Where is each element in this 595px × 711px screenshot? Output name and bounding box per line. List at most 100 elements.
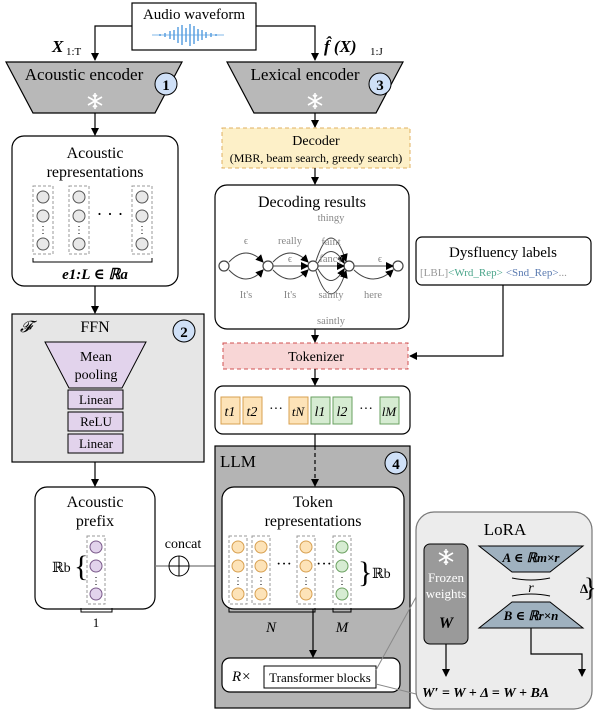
label-M: M xyxy=(335,620,350,636)
linear-1-label: Linear xyxy=(79,392,114,407)
concat-label: concat xyxy=(165,537,202,552)
frozen-W: W xyxy=(439,615,455,632)
frozen-label-2: weights xyxy=(426,586,466,601)
svg-text:{: { xyxy=(74,550,88,583)
svg-text:}: } xyxy=(358,556,372,589)
svg-text:⋮: ⋮ xyxy=(137,225,147,236)
acoustic-repr-formula: e1:L ∈ ℝa xyxy=(62,267,128,283)
llm-dim: ℝb xyxy=(372,567,391,582)
lexical-encoder-label: Lexical encoder xyxy=(250,65,359,84)
decoding-results-box: Decoding results ϵ It's really xyxy=(214,184,410,330)
lattice-word: faint xyxy=(321,237,340,248)
svg-text:⋮: ⋮ xyxy=(38,225,48,236)
acoustic-prefix-box: Acoustic prefix ℝb { ⋮ xyxy=(34,486,156,613)
svg-text:⋮: ⋮ xyxy=(91,576,101,587)
lbl-token: [LBL] xyxy=(420,267,448,279)
lattice-word: fancy xyxy=(319,254,343,265)
lattice-word: It's xyxy=(284,290,296,301)
wrd-rep-token: <Wrd_Rep> xyxy=(448,267,503,279)
lora-block: LoRA Frozen weights W A ∈ ℝm×r r B ∈ ℝr×… xyxy=(415,511,595,710)
decoder-subtitle: (MBR, beam search, greedy search) xyxy=(230,151,403,165)
token-lM: lM xyxy=(382,404,398,419)
acoustic-encoder-number: 1 xyxy=(162,78,170,94)
mean-pooling-label-2: pooling xyxy=(75,368,118,383)
lora-A: A ∈ ℝm×r xyxy=(502,550,561,565)
dysfluency-title: Dysfluency labels xyxy=(449,245,557,261)
frozen-label-1: Frozen xyxy=(428,570,465,585)
token-repr-title-1: Token xyxy=(293,494,333,511)
acoustic-repr-title-2: representations xyxy=(47,164,144,181)
tokenizer-box: Tokenizer xyxy=(222,342,409,370)
svg-text:⋮: ⋮ xyxy=(256,576,266,587)
svg-text:⋮: ⋮ xyxy=(301,576,311,587)
lattice-word: ϵ xyxy=(244,236,249,247)
lattice-word: here xyxy=(364,290,382,301)
lattice-word: It's xyxy=(240,290,252,301)
token-t2: t2 xyxy=(247,405,258,420)
decoding-title: Decoding results xyxy=(258,194,366,211)
lattice-word: saintly xyxy=(317,316,346,327)
arrow-audio-to-lexical xyxy=(256,25,319,61)
audio-waveform-box: Audio waveform xyxy=(131,2,257,51)
lora-r: r xyxy=(528,581,534,596)
dysfluency-labels-box: Dysfluency labels [LBL]<Wrd_Rep><Snd_Rep… xyxy=(415,236,592,286)
x-label: X xyxy=(51,37,64,56)
tokenizer-label: Tokenizer xyxy=(288,350,344,365)
token-t1: t1 xyxy=(225,405,236,420)
acoustic-prefix-title-1: Acoustic xyxy=(67,494,124,511)
prefix-dim: ℝb xyxy=(52,561,71,576)
svg-text:···: ··· xyxy=(359,402,373,417)
ffn-block: 𝓕 FFN 2 Mean pooling Linear ReLU Linear xyxy=(11,313,205,463)
snd-rep-token: <Snd_Rep> xyxy=(506,267,559,279)
llm-number: 4 xyxy=(392,457,400,473)
svg-text:⋮: ⋮ xyxy=(74,225,84,236)
svg-text:}: } xyxy=(584,573,595,602)
lora-formula: W′ = W + Δ = W + BA xyxy=(422,686,549,701)
token-repr-title-2: representations xyxy=(265,513,362,530)
ellipsis-token: ... xyxy=(559,267,568,279)
arrow-audio-to-acoustic xyxy=(91,25,132,61)
acoustic-repr-title-1: Acoustic xyxy=(67,145,124,162)
lora-delta: Δ xyxy=(580,581,588,596)
llm-block: LLM 4 Token representations ⋮ ⋮ ⋮ ⋮ ··· ···… xyxy=(214,445,411,709)
acoustic-representations-box: Acoustic representations ⋮ ⋮ ⋮ · · · e1:… xyxy=(11,135,179,287)
llm-title: LLM xyxy=(220,452,256,471)
x-sub-label: 1:T xyxy=(66,46,82,58)
lattice-word: really xyxy=(278,236,303,247)
token-sequence: t1 t2 ··· tN l1 l2 ··· lM xyxy=(214,385,411,435)
acoustic-encoder: Acoustic encoder 1 xyxy=(5,61,183,114)
svg-text:···: ··· xyxy=(316,556,332,573)
decoder-title: Decoder xyxy=(292,134,340,149)
svg-text:· · ·: · · · xyxy=(97,204,124,224)
token-l2: l2 xyxy=(337,405,348,420)
audio-title: Audio waveform xyxy=(143,7,245,23)
relu-label: ReLU xyxy=(80,414,112,429)
lattice-word: ϵ xyxy=(288,254,293,265)
token-tN: tN xyxy=(292,404,306,419)
lexical-encoder-number: 3 xyxy=(376,78,384,94)
ffn-title: FFN xyxy=(80,319,110,336)
label-N: N xyxy=(265,620,277,636)
lattice-word: ϵ xyxy=(378,254,383,265)
waveform-icon xyxy=(152,24,224,46)
token-l1: l1 xyxy=(315,405,326,420)
linear-2-label: Linear xyxy=(79,436,114,451)
svg-text:···: ··· xyxy=(276,556,292,573)
svg-text:⋮: ⋮ xyxy=(337,576,347,587)
svg-text:[LBL]<Wrd_Rep><Snd_Rep>...: [LBL]<Wrd_Rep><Snd_Rep>... xyxy=(420,267,567,279)
lora-title: LoRA xyxy=(484,520,527,539)
plus-circle-icon xyxy=(168,555,190,577)
svg-text:···: ··· xyxy=(269,402,283,417)
fx-sub-label: 1:J xyxy=(370,46,384,58)
lattice-word: thingy xyxy=(318,213,346,224)
decoder-box: Decoder (MBR, beam search, greedy search… xyxy=(221,127,411,169)
ffn-number: 2 xyxy=(180,325,188,341)
acoustic-prefix-title-2: prefix xyxy=(76,513,114,530)
lattice-word: sainty xyxy=(318,290,344,301)
svg-text:⋮: ⋮ xyxy=(233,576,243,587)
prefix-count: 1 xyxy=(93,615,100,630)
transformer-label: Transformer blocks xyxy=(269,670,371,685)
repeat-label: R× xyxy=(231,669,251,685)
mean-pooling-label-1: Mean xyxy=(80,350,112,365)
